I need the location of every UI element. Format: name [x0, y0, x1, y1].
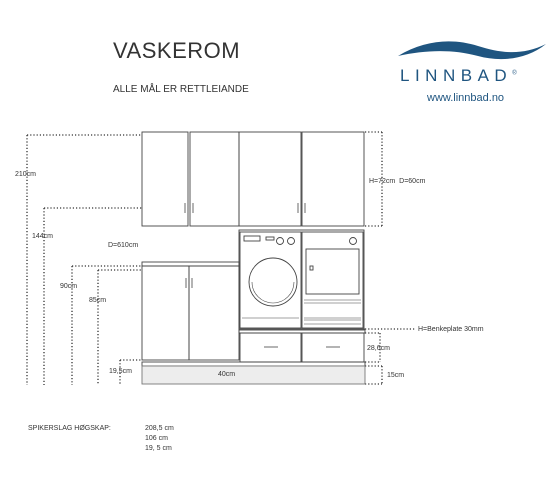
- dim-guides: [26, 131, 416, 385]
- plinth: [141, 361, 366, 367]
- dim-195: 19,5cm: [109, 368, 132, 375]
- dim-210: 210cm: [15, 171, 36, 178]
- washing-machine: [239, 231, 302, 329]
- handle-icon: [184, 203, 306, 213]
- spikerslag-value-3: 19, 5 cm: [145, 445, 172, 452]
- dim-benk: H=Benkeplate 30mm: [418, 326, 484, 333]
- page-subtitle: ALLE MÅL ER RETTLEIANDE: [113, 84, 249, 95]
- dim-144: 144cm: [32, 233, 53, 240]
- washer-knob-icon: [276, 237, 284, 245]
- washer-panel: [265, 236, 275, 241]
- dryer-latch: [309, 265, 314, 271]
- dim-90: 90cm: [60, 283, 77, 290]
- washer-drum-icon: [251, 281, 295, 304]
- upper-cabinet-2: [189, 131, 240, 227]
- page-title: VASKEROM: [113, 38, 241, 63]
- plinth-shadow: [141, 365, 366, 385]
- dryer: [301, 231, 364, 329]
- logo-reg: ®: [512, 70, 517, 77]
- logo-name: LINNBAD: [400, 66, 513, 85]
- dim-d610: D=610cm: [108, 242, 138, 249]
- upper-cabinet-1: [141, 131, 189, 227]
- spikerslag-value-2: 106 cm: [145, 435, 168, 442]
- appliance-column: [238, 229, 365, 331]
- dim-upper: H=72cm D=60cm: [369, 178, 426, 185]
- dim-15: 15cm: [387, 372, 404, 379]
- dim-85: 85cm: [89, 297, 106, 304]
- cabinets: [141, 131, 366, 385]
- spikerslag-value-1: 208,5 cm: [145, 425, 174, 432]
- handle-icon: [185, 278, 193, 288]
- dim-labels: 210cm 144cm D=610cm 90cm 85cm 19,5cm 40c…: [15, 171, 484, 379]
- dim-286: 28,6cm: [367, 345, 390, 352]
- dryer-knob-icon: [349, 237, 357, 245]
- spikerslag-label: SPIKERSLAG HØGSKAP:: [28, 425, 111, 432]
- washer-door-icon: [248, 257, 298, 307]
- base-cabinet-1: [141, 265, 190, 361]
- drawer-2: [301, 332, 365, 363]
- base-cabinet-2: [188, 265, 240, 361]
- upper-cabinet-3: [238, 131, 302, 227]
- countertop: [141, 261, 240, 267]
- washer-knob-icon: [287, 237, 295, 245]
- logo-url[interactable]: www.linnbad.no: [427, 92, 505, 104]
- logo-text: LINNBAD®: [400, 66, 517, 86]
- drawer-1: [239, 332, 302, 363]
- dryer-door: [305, 248, 360, 295]
- upper-cabinet-4: [301, 131, 365, 227]
- washer-display: [243, 235, 261, 242]
- dim-40: 40cm: [218, 371, 235, 378]
